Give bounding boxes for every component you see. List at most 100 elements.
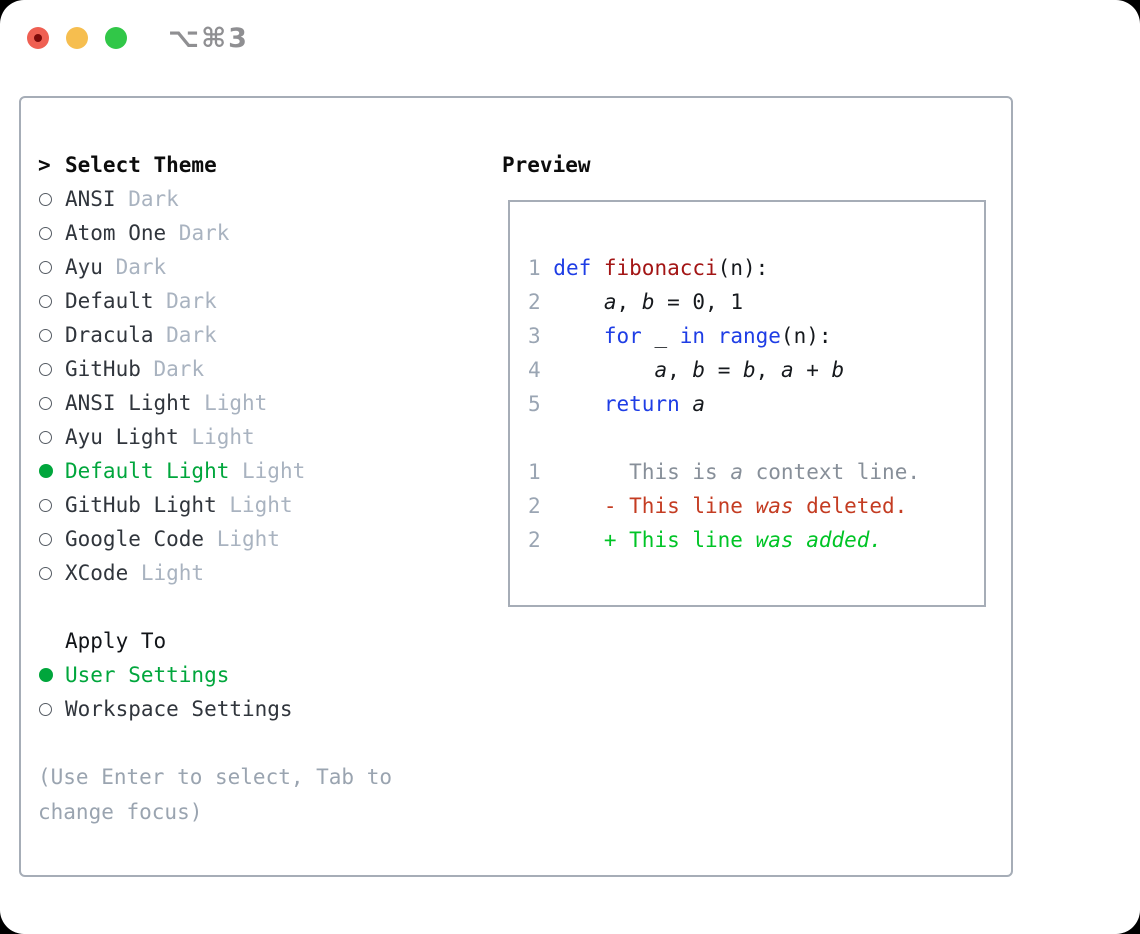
radio-icon: [39, 294, 52, 308]
code-segment: 2: [528, 290, 554, 314]
theme-variant: Light: [204, 391, 268, 415]
focus-caret-icon: >: [38, 153, 51, 177]
code-segment: +: [793, 358, 832, 382]
code-segment: ,: [667, 358, 693, 382]
radio-icon: [39, 702, 52, 716]
code-segment: a: [730, 460, 743, 484]
theme-option-github-dark[interactable]: GitHub Dark: [38, 352, 305, 386]
code-segment: 1: [528, 460, 541, 484]
theme-name: Google Code: [65, 527, 217, 551]
theme-variant: Light: [140, 561, 205, 585]
theme-variant: Light: [229, 493, 293, 517]
radio-selected-icon: [39, 668, 53, 682]
code-segment: for: [603, 324, 642, 348]
close-button[interactable]: [27, 27, 49, 49]
theme-name: GitHub: [65, 357, 154, 381]
code-segment: - This line: [603, 494, 756, 518]
theme-name: GitHub Light: [65, 493, 230, 517]
code-segment: _: [641, 324, 680, 348]
theme-option-ansi-dark[interactable]: ANSI Dark: [38, 182, 305, 216]
theme-name: XCode: [65, 561, 141, 585]
preview-code-line: 2 - This line was deleted.: [528, 489, 984, 523]
code-segment: a: [654, 358, 668, 382]
theme-option-github-light-light[interactable]: GitHub Light Light: [38, 488, 305, 522]
preview-code-line: 2 a, b = 0, 1: [528, 285, 984, 319]
code-segment: [794, 528, 807, 552]
code-segment: + This line: [603, 528, 756, 552]
theme-option-default-dark[interactable]: Default Dark: [38, 284, 305, 318]
code-segment: (n):: [717, 256, 769, 280]
theme-option-ayu-dark[interactable]: Ayu Dark: [38, 250, 305, 284]
code-segment: 4: [528, 358, 554, 382]
theme-list-header: > Select Theme: [38, 148, 305, 182]
code-segment: [553, 324, 604, 348]
theme-name: Dracula: [65, 323, 167, 347]
theme-name: ANSI: [65, 187, 129, 211]
code-segment: in: [679, 324, 706, 348]
code-segment: [680, 392, 693, 416]
theme-option-xcode-light[interactable]: XCode Light: [38, 556, 305, 590]
code-segment: b: [831, 358, 845, 382]
apply-option-workspace-settings[interactable]: Workspace Settings: [38, 692, 305, 726]
code-segment: ,: [616, 290, 642, 314]
code-segment: 3: [528, 324, 554, 348]
preview-blank-line: [528, 421, 984, 455]
preview-code-line: 3 for _ in range(n):: [528, 319, 984, 353]
hint-line-1: (Use Enter to select, Tab to: [38, 765, 393, 789]
code-segment: was: [755, 528, 794, 552]
preview-title: Preview: [502, 153, 591, 177]
theme-name: Atom One: [65, 221, 179, 245]
theme-option-atom-one-dark[interactable]: Atom One Dark: [38, 216, 305, 250]
code-segment: [541, 460, 630, 484]
preview-code-line: 5 return a: [528, 387, 984, 421]
theme-option-google-code-light[interactable]: Google Code Light: [38, 522, 305, 556]
code-segment: b: [641, 290, 655, 314]
code-segment: [553, 290, 604, 314]
theme-name: Default: [65, 289, 167, 313]
code-segment: = 0, 1: [654, 290, 743, 314]
code-segment: 5: [528, 392, 554, 416]
radio-icon: [39, 328, 52, 342]
theme-variant: Dark: [166, 289, 217, 313]
theme-option-dracula-dark[interactable]: Dracula Dark: [38, 318, 305, 352]
window-title: ⌥⌘3: [168, 22, 249, 54]
theme-list-title: Select Theme: [65, 153, 217, 177]
radio-icon: [39, 532, 52, 546]
preview-code-line: 4 a, b = b, a + b: [528, 353, 984, 387]
code-segment: This is: [629, 460, 731, 484]
code-segment: a: [603, 290, 617, 314]
preview-code-line: 2 + This line was added.: [528, 523, 984, 557]
theme-variant: Light: [216, 527, 280, 551]
radio-icon: [39, 498, 52, 512]
code-segment: [553, 392, 604, 416]
radio-selected-icon: [39, 464, 53, 478]
preview-code-line: 1 This is a context line.: [528, 455, 984, 489]
theme-option-default-light-light[interactable]: Default Light Light: [38, 454, 305, 488]
radio-icon: [39, 226, 52, 240]
theme-option-ansi-light-light[interactable]: ANSI Light Light: [38, 386, 305, 420]
theme-name: Ayu Light: [65, 425, 192, 449]
apply-option-user-settings[interactable]: User Settings: [38, 658, 305, 692]
zoom-button[interactable]: [105, 27, 127, 49]
theme-name: Ayu: [65, 255, 116, 279]
code-segment: context line.: [742, 460, 920, 484]
theme-variant: Dark: [153, 357, 205, 381]
radio-icon: [39, 260, 52, 274]
radio-icon: [39, 566, 52, 580]
radio-icon: [39, 192, 52, 206]
theme-variant: Light: [242, 459, 306, 483]
code-segment: 1: [528, 256, 554, 280]
code-segment: 2: [528, 494, 541, 518]
theme-option-ayu-light-light[interactable]: Ayu Light Light: [38, 420, 305, 454]
apply-to-header: Apply To: [38, 624, 305, 658]
code-segment: (n):: [780, 324, 832, 348]
theme-variant: Dark: [166, 323, 217, 347]
minimize-button[interactable]: [66, 27, 88, 49]
code-segment: [705, 324, 718, 348]
theme-name: Default Light: [65, 459, 243, 483]
radio-icon: [39, 396, 52, 410]
code-segment: a: [780, 358, 794, 382]
